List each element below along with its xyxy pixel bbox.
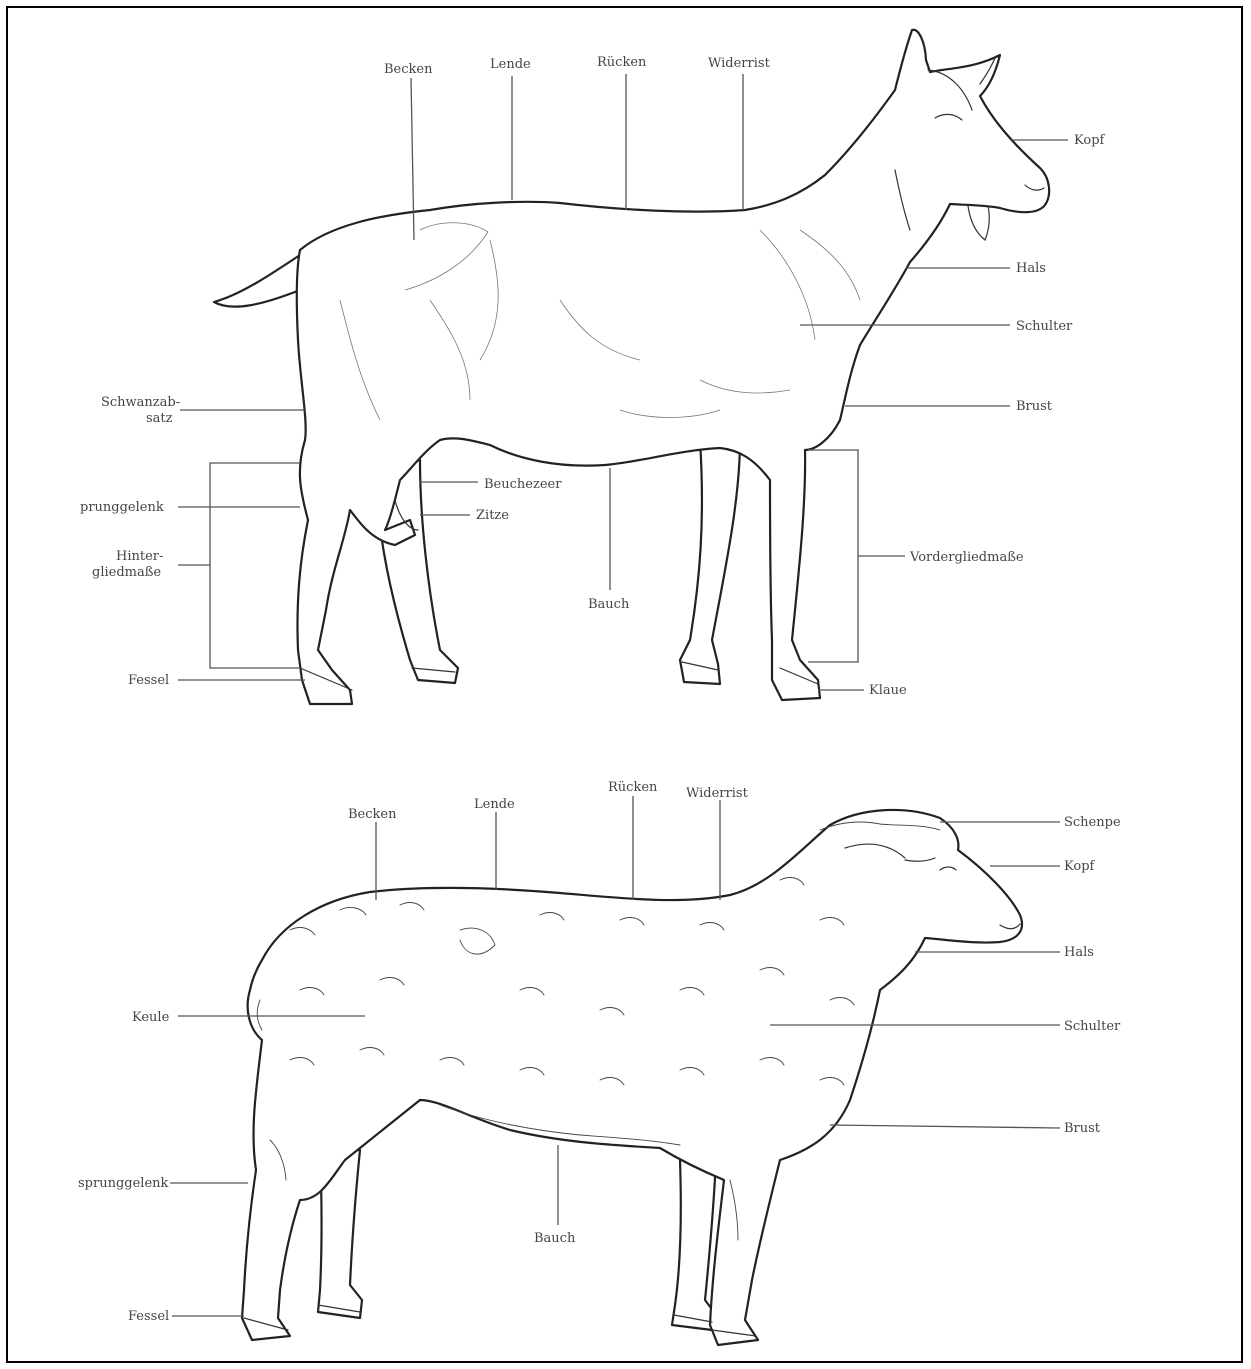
sheep-label-lende: Lende: [474, 797, 515, 812]
sheep-illustration: [242, 810, 1022, 1345]
goat-label-hinterglied-2: gliedmaße: [92, 565, 161, 580]
goat-label-zitze: Zitze: [476, 508, 509, 523]
goat-label-kopf: Kopf: [1074, 133, 1106, 148]
sheep-label-becken: Becken: [348, 807, 397, 822]
sheep-label-schulter: Schulter: [1064, 1019, 1121, 1034]
sheep-label-widerrist: Widerrist: [686, 786, 749, 801]
goat-label-fessel: Fessel: [128, 673, 169, 688]
goat-illustration: [214, 30, 1049, 704]
goat-label-brust: Brust: [1016, 399, 1053, 414]
sheep-label-fessel: Fessel: [128, 1309, 169, 1324]
goat-label-schwanzansatz-1: Schwanzab-: [101, 395, 180, 410]
goat-label-bauch: Bauch: [588, 597, 630, 612]
sheep-label-schoepf: Schenpe: [1064, 815, 1121, 830]
sheep-label-keule: Keule: [132, 1010, 170, 1025]
sheep-label-hals: Hals: [1064, 945, 1094, 960]
goat-label-becken: Becken: [384, 62, 433, 77]
goat-label-vorderglied: Vordergliedmaße: [909, 550, 1024, 565]
goat-label-schwanzansatz-2: satz: [146, 411, 173, 426]
goat-label-ruecken: Rücken: [597, 55, 647, 70]
goat-label-euter: Beuchezeer: [484, 477, 562, 492]
goat-label-lende: Lende: [490, 57, 531, 72]
sheep-label-brust: Brust: [1064, 1121, 1101, 1136]
goat-label-hinterglied-1: Hinter-: [116, 549, 163, 564]
goat-label-klaue: Klaue: [869, 683, 907, 698]
sheep-label-ruecken: Rücken: [608, 780, 658, 795]
sheep-label-sprunggelenk: sprunggelenk: [78, 1176, 169, 1191]
sheep-label-bauch: Bauch: [534, 1231, 576, 1246]
goat-label-widerrist: Widerrist: [708, 56, 771, 71]
goat-label-schulter: Schulter: [1016, 319, 1073, 334]
goat-label-sprunggelenk: prunggelenk: [80, 500, 164, 515]
goat-label-hals: Hals: [1016, 261, 1046, 276]
sheep-label-kopf: Kopf: [1064, 859, 1096, 874]
